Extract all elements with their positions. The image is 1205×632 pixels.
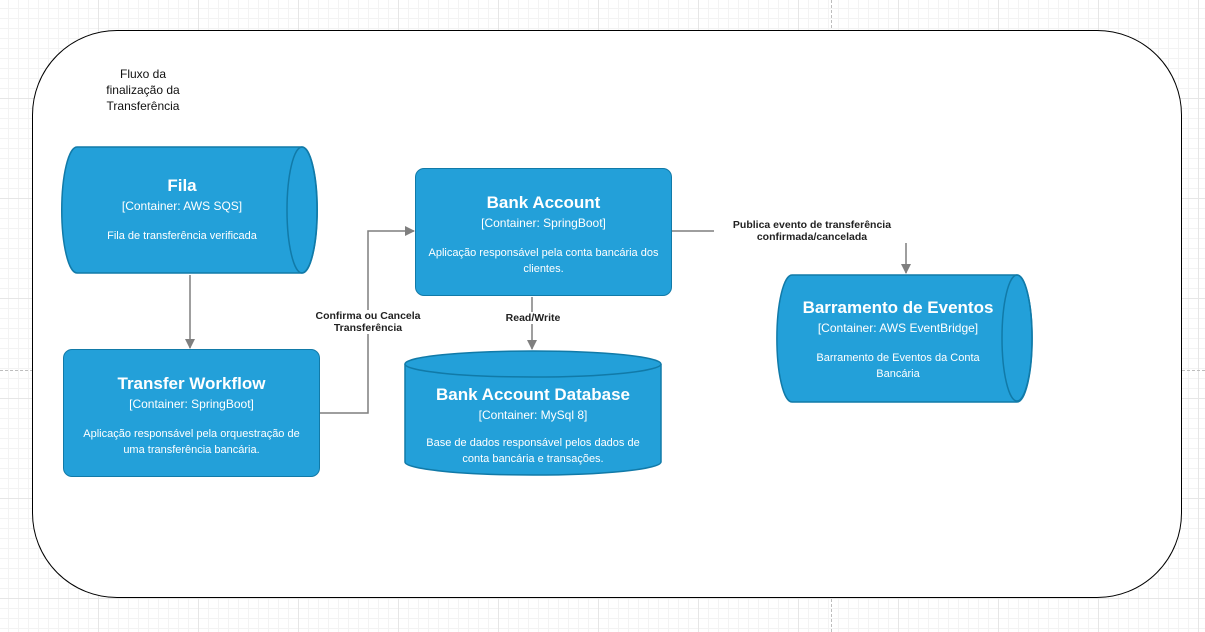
database-tech: [Container: MySql 8] xyxy=(478,408,588,422)
transfer-workflow-title: Transfer Workflow xyxy=(117,374,266,393)
database-cylinder-shape[interactable] xyxy=(404,350,662,476)
boundary-caption: Fluxo da finalização da Transferência xyxy=(106,67,180,113)
bank-account-description: Aplicação responsável pela conta bancári… xyxy=(428,247,659,275)
bank-account-tech: [Container: SpringBoot] xyxy=(481,216,606,230)
barramento-description: Barramento de Eventos da Conta Bancária xyxy=(816,352,980,380)
fila-title: Fila xyxy=(167,176,197,195)
barramento-tech: [Container: AWS EventBridge] xyxy=(817,321,979,335)
bank-account-title: Bank Account xyxy=(486,193,601,212)
fila-queue-shape[interactable] xyxy=(61,146,318,274)
fila-tech: [Container: AWS SQS] xyxy=(121,199,243,213)
edge-label-read-write: Read/Write xyxy=(500,312,566,324)
database-description: Base de dados responsável pelos dados de… xyxy=(426,437,640,465)
edge-label-confirma: Confirma ou Cancela Transferência xyxy=(308,310,428,334)
barramento-queue-shape[interactable] xyxy=(776,274,1033,403)
barramento-eventos: Barramento de Eventos [Container: AWS Ev… xyxy=(784,298,1012,382)
fila-queue: Fila [Container: AWS SQS] Fila de transf… xyxy=(64,176,300,244)
bank-account-container[interactable]: Bank Account [Container: SpringBoot] Apl… xyxy=(415,168,672,296)
transfer-workflow-tech: [Container: SpringBoot] xyxy=(129,397,254,411)
barramento-title: Barramento de Eventos xyxy=(802,298,994,317)
transfer-workflow-container[interactable]: Transfer Workflow [Container: SpringBoot… xyxy=(63,349,320,477)
database-title: Bank Account Database xyxy=(436,385,630,404)
fila-description: Fila de transferência verificada xyxy=(107,230,257,242)
bank-account-database: Bank Account Database [Container: MySql … xyxy=(408,385,658,467)
edge-label-publica: Publica evento de transferência confirma… xyxy=(714,219,910,243)
transfer-workflow-description: Aplicação responsável pela orquestração … xyxy=(83,428,300,456)
